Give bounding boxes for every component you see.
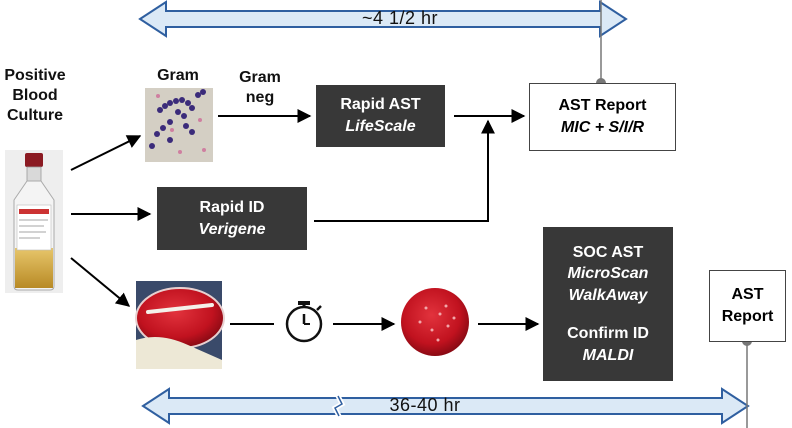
arrow-culture-to-agar (70, 257, 131, 307)
soc-ast-walkaway: WalkAway (568, 286, 648, 304)
ast-report-top-box: AST Report MIC + S/I/R (529, 83, 676, 151)
rapid-id-box: Rapid ID Verigene (157, 187, 307, 250)
stopwatch-icon (285, 301, 323, 343)
confirm-id-maldi: MALDI (582, 346, 634, 364)
label-line-1: Positive (4, 67, 66, 84)
confirm-id-title: Confirm ID (567, 325, 649, 343)
soc-ast-box: SOC AST MicroScan WalkAway Confirm ID MA… (543, 227, 673, 381)
label-line-2: Blood (12, 87, 58, 104)
blood-culture-bottle-image (5, 150, 63, 293)
ast-report-bottom-box: AST Report (709, 270, 786, 342)
arrow-rapid-id-to-merge (314, 119, 495, 222)
rapid-ast-subtitle: LifeScale (345, 118, 416, 135)
gram-stain-image (145, 88, 213, 162)
rapid-id-title: Rapid ID (199, 198, 265, 216)
flow-arrows (70, 109, 540, 331)
ast-report-top-title: AST Report (558, 97, 647, 115)
gram-neg-label: Gram neg (228, 68, 292, 108)
rapid-id-subtitle: Verigene (198, 220, 266, 238)
red-agar-plate-image (401, 288, 469, 356)
gram-neg-line-2: neg (245, 89, 275, 106)
label-line-3: Culture (7, 107, 63, 124)
gram-label: Gram (157, 67, 199, 84)
soc-ast-title: SOC AST (572, 243, 644, 261)
ast-report-top-subtitle: MIC + S/I/R (560, 119, 645, 136)
rapid-ast-box: Rapid AST LifeScale (316, 85, 445, 147)
positive-blood-culture-label: Positive Blood Culture (0, 66, 70, 126)
ast-report-bottom-line-1: AST (731, 286, 764, 304)
gram-neg-line-1: Gram (239, 69, 281, 86)
arrow-culture-to-gram (70, 135, 142, 171)
rapid-ast-title: Rapid AST (340, 96, 421, 114)
agar-plate-swab-image (135, 281, 225, 369)
timeline-bottom-label: 36-40 hr (389, 395, 461, 415)
ast-report-bottom-line-2: Report (721, 308, 774, 325)
soc-ast-microscan: MicroScan (567, 265, 649, 283)
timeline-top-label: ~4 1/2 hr (361, 8, 439, 28)
